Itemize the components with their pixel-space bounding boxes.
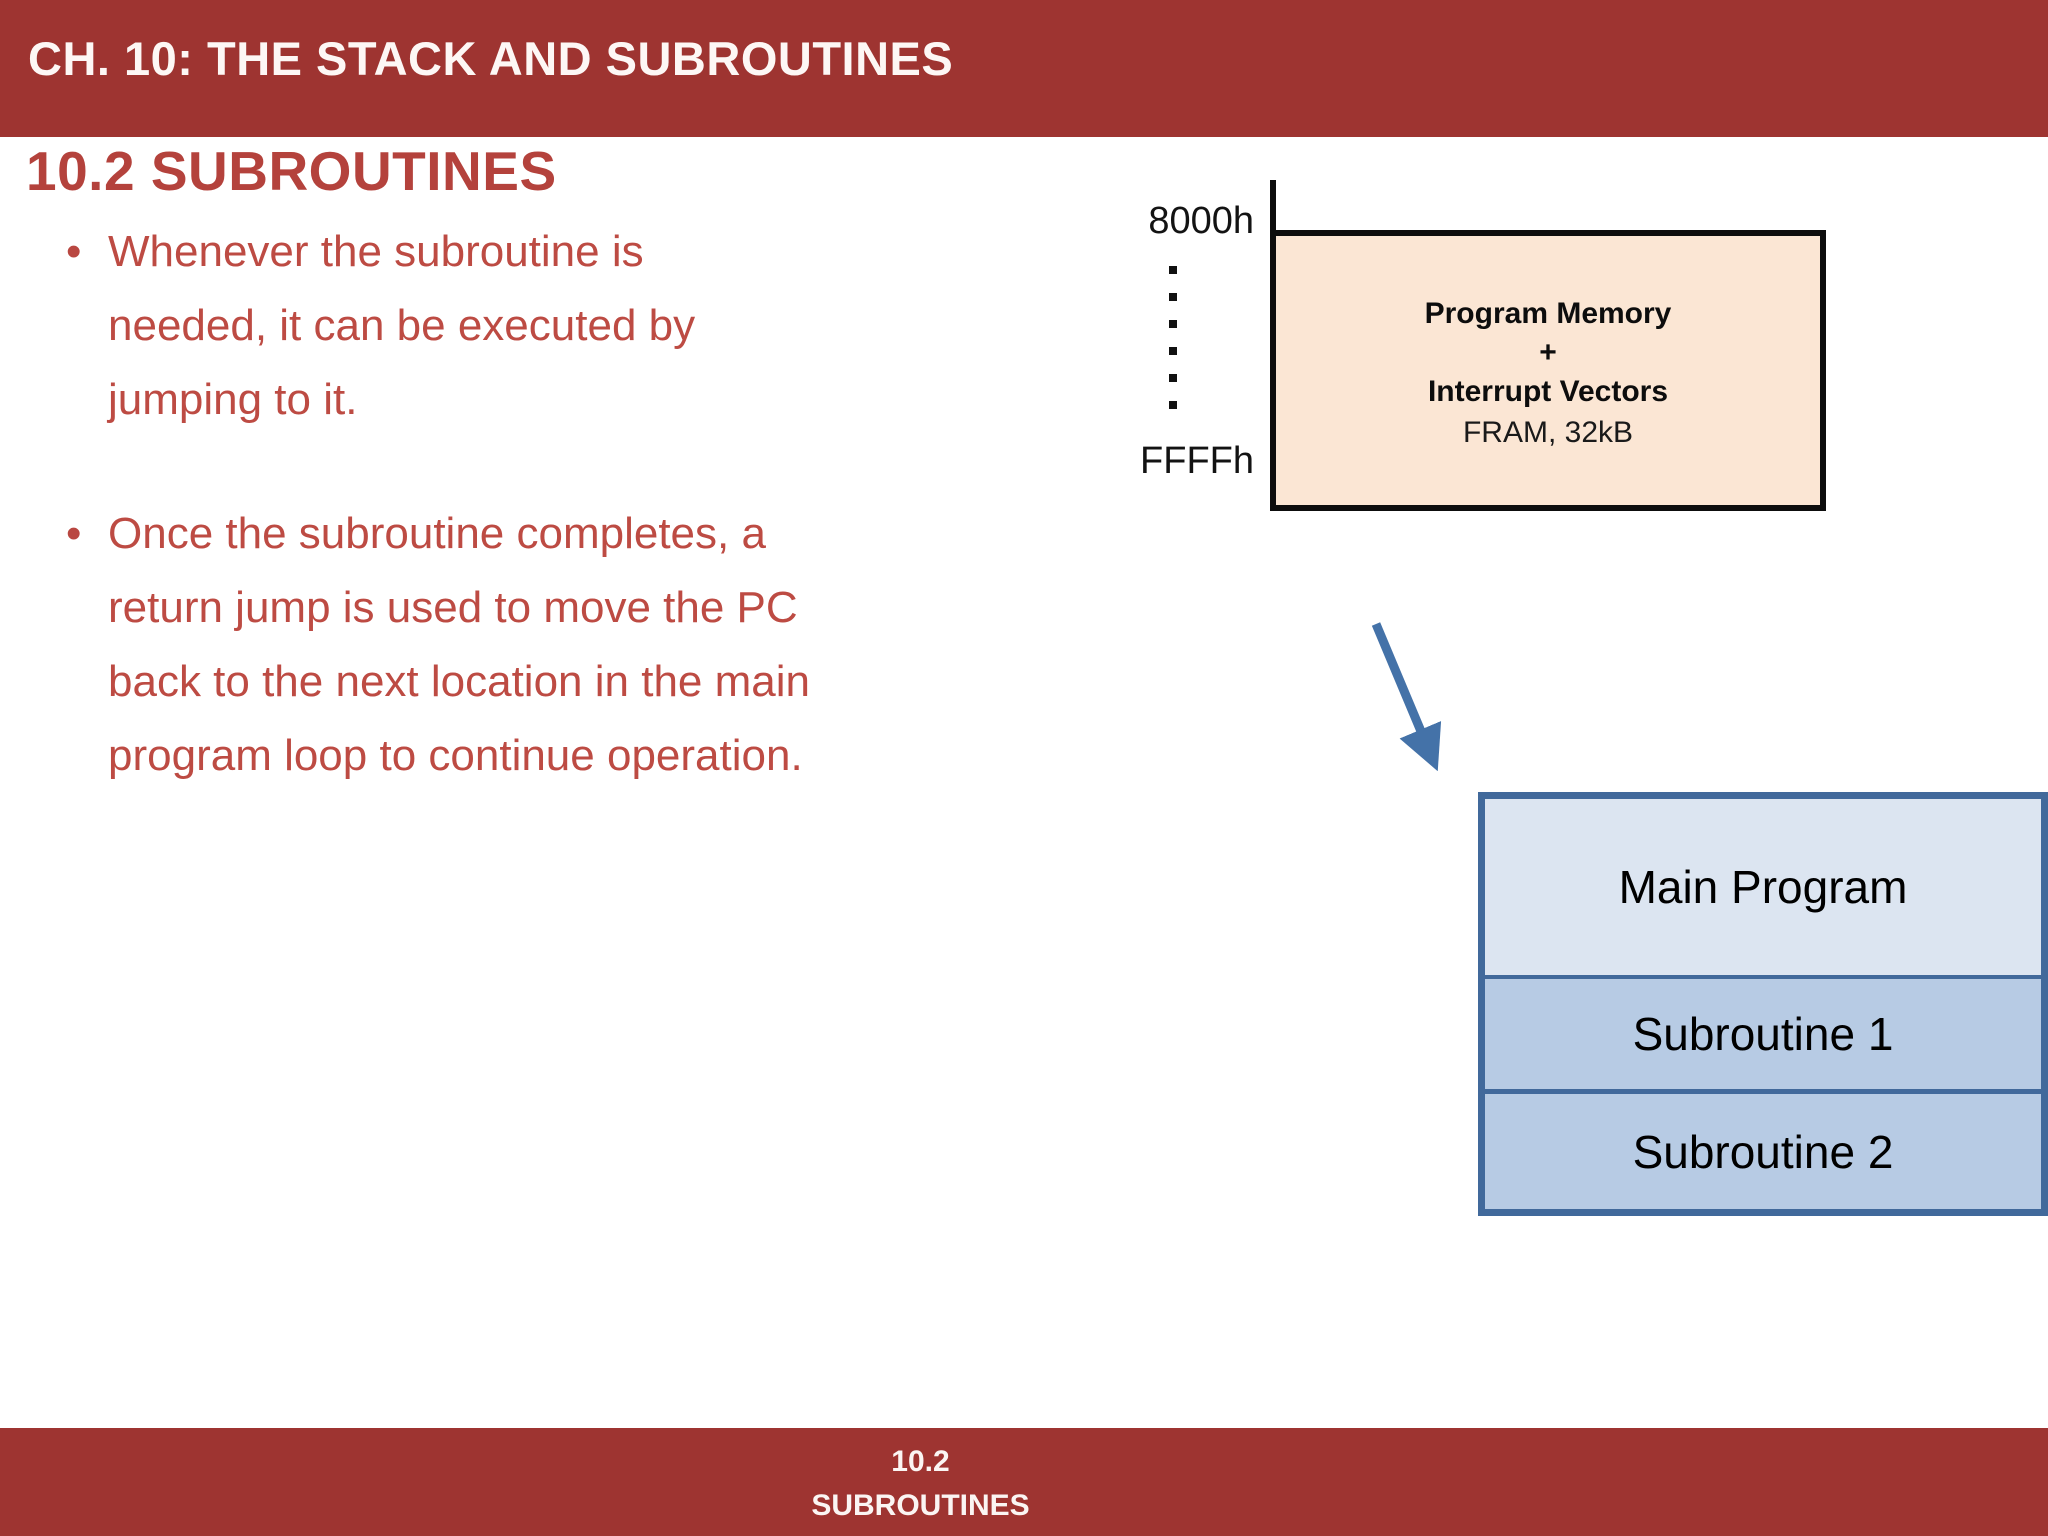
block-label: Subroutine 2 [1632,1125,1894,1178]
slide-footer-bar: 10.2 SUBROUTINES [0,1428,2048,1536]
memory-label-plus: + [1539,336,1557,369]
page-title: CH. 10: THE STACK AND SUBROUTINES [28,32,954,85]
bullet-text: Whenever the subroutine is needed, it ca… [108,227,696,424]
down-right-arrow-icon [1371,622,1442,772]
section-title: 10.2 SUBROUTINES [26,140,557,202]
bullet-marker-icon: • [66,227,82,276]
slide-header-bar: CH. 10: THE STACK AND SUBROUTINES [0,0,2048,137]
address-label-top: 8000h [1148,200,1254,242]
vertical-ellipsis-icon [1166,266,1180,428]
block-subroutine-2: Subroutine 2 [1485,1094,2041,1209]
bullet-text: Once the subroutine completes, a return … [108,509,810,780]
block-label: Main Program [1618,861,1908,913]
memory-label-program-memory: Program Memory [1424,297,1672,330]
block-subroutine-1: Subroutine 1 [1485,979,2041,1094]
footer-section-label: 10.2 SUBROUTINES [0,1440,2048,1528]
footer-line-title: SUBROUTINES [811,1489,1030,1522]
memory-label-interrupt-vectors: Interrupt Vectors [1427,375,1669,408]
block-label: Subroutine 1 [1632,1008,1894,1060]
list-item: • Whenever the subroutine is needed, it … [50,215,810,437]
block-main-program: Main Program [1485,799,2041,979]
program-structure-diagram: Main Program Subroutine 1 Subroutine 2 [1478,792,2048,1216]
list-item: • Once the subroutine completes, a retur… [50,497,810,793]
memory-map-diagram: 8000h FFFFh Program Memory + Interrupt V… [1086,180,1826,620]
address-label-bottom: FFFFh [1140,440,1254,482]
footer-line-number: 10.2 [891,1445,950,1478]
bullet-list: • Whenever the subroutine is needed, it … [50,215,810,853]
ellipsis-dot [1169,374,1177,382]
bullet-marker-icon: • [66,509,82,558]
ellipsis-dot [1169,320,1177,328]
ellipsis-dot [1169,347,1177,355]
memory-map-top-tick [1270,180,1276,230]
ellipsis-dot [1169,401,1177,409]
ellipsis-dot [1169,266,1177,274]
memory-label-fram-size: FRAM, 32kB [1462,416,1634,449]
program-memory-box-text: Program Memory + Interrupt Vectors FRAM,… [1276,294,1820,454]
ellipsis-dot [1169,293,1177,301]
program-memory-box: Program Memory + Interrupt Vectors FRAM,… [1270,230,1826,511]
